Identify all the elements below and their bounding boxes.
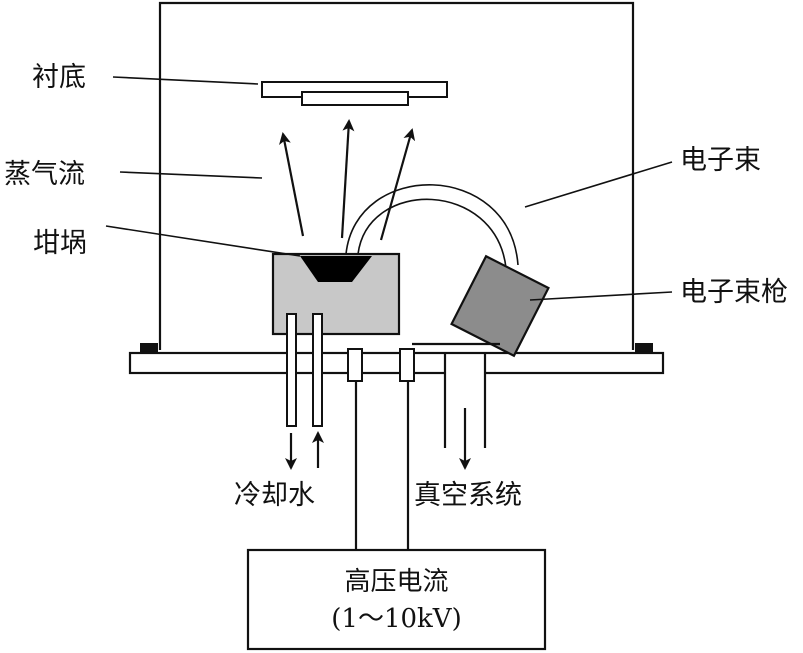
leader-vapor — [119, 171, 263, 179]
label-cooling-water: 冷却水 — [234, 480, 315, 511]
label-substrate: 衬底 — [32, 62, 86, 93]
electron-gun-body — [450, 254, 550, 358]
feedthrough-left — [347, 348, 363, 382]
seal-left — [140, 343, 158, 353]
electron-beam-inner — [357, 198, 507, 269]
leader-lines — [105, 76, 673, 301]
leader-crucible — [105, 225, 301, 257]
leader-substrate — [112, 76, 259, 85]
crucible — [271, 252, 401, 336]
cooling-pipe-out — [286, 313, 297, 427]
power-supply: 高压电流 (1～10kV) — [246, 548, 547, 651]
substrate-plate — [301, 91, 409, 106]
leader-electron-beam — [524, 161, 673, 208]
vapor-arrow-center — [340, 119, 355, 239]
vapor-arrow-right — [379, 128, 416, 241]
substrate — [261, 81, 448, 106]
vacuum-port — [443, 353, 487, 470]
power-supply-box — [246, 548, 547, 651]
cooling-pipe-in — [312, 313, 323, 427]
cooling-water-pipes — [285, 313, 324, 470]
base-plate — [128, 351, 665, 375]
electron-beam-outer — [345, 184, 519, 266]
power-supply-range: (1～10kV) — [331, 604, 461, 634]
molten-material — [300, 256, 372, 282]
electron-gun — [450, 254, 550, 358]
label-electron-beam: 电子束 — [680, 145, 761, 176]
label-crucible: 坩埚 — [33, 228, 87, 259]
vacuum-chamber — [140, 1, 653, 353]
leader-electron-gun — [529, 291, 673, 301]
high-voltage-wires — [347, 342, 500, 550]
electron-beam — [345, 184, 519, 269]
vapor-arrow-left — [279, 132, 305, 237]
chamber-wall — [158, 1, 635, 350]
label-vacuum-system: 真空系统 — [414, 480, 522, 511]
label-vapor-stream: 蒸气流 — [4, 159, 85, 190]
label-electron-gun: 电子束枪 — [680, 277, 788, 308]
seal-right — [635, 343, 653, 353]
vacuum-port-opening — [445, 355, 485, 375]
feedthrough-right — [399, 348, 415, 382]
power-supply-title: 高压电流 — [344, 567, 448, 597]
vapor-stream-arrows — [279, 119, 416, 241]
